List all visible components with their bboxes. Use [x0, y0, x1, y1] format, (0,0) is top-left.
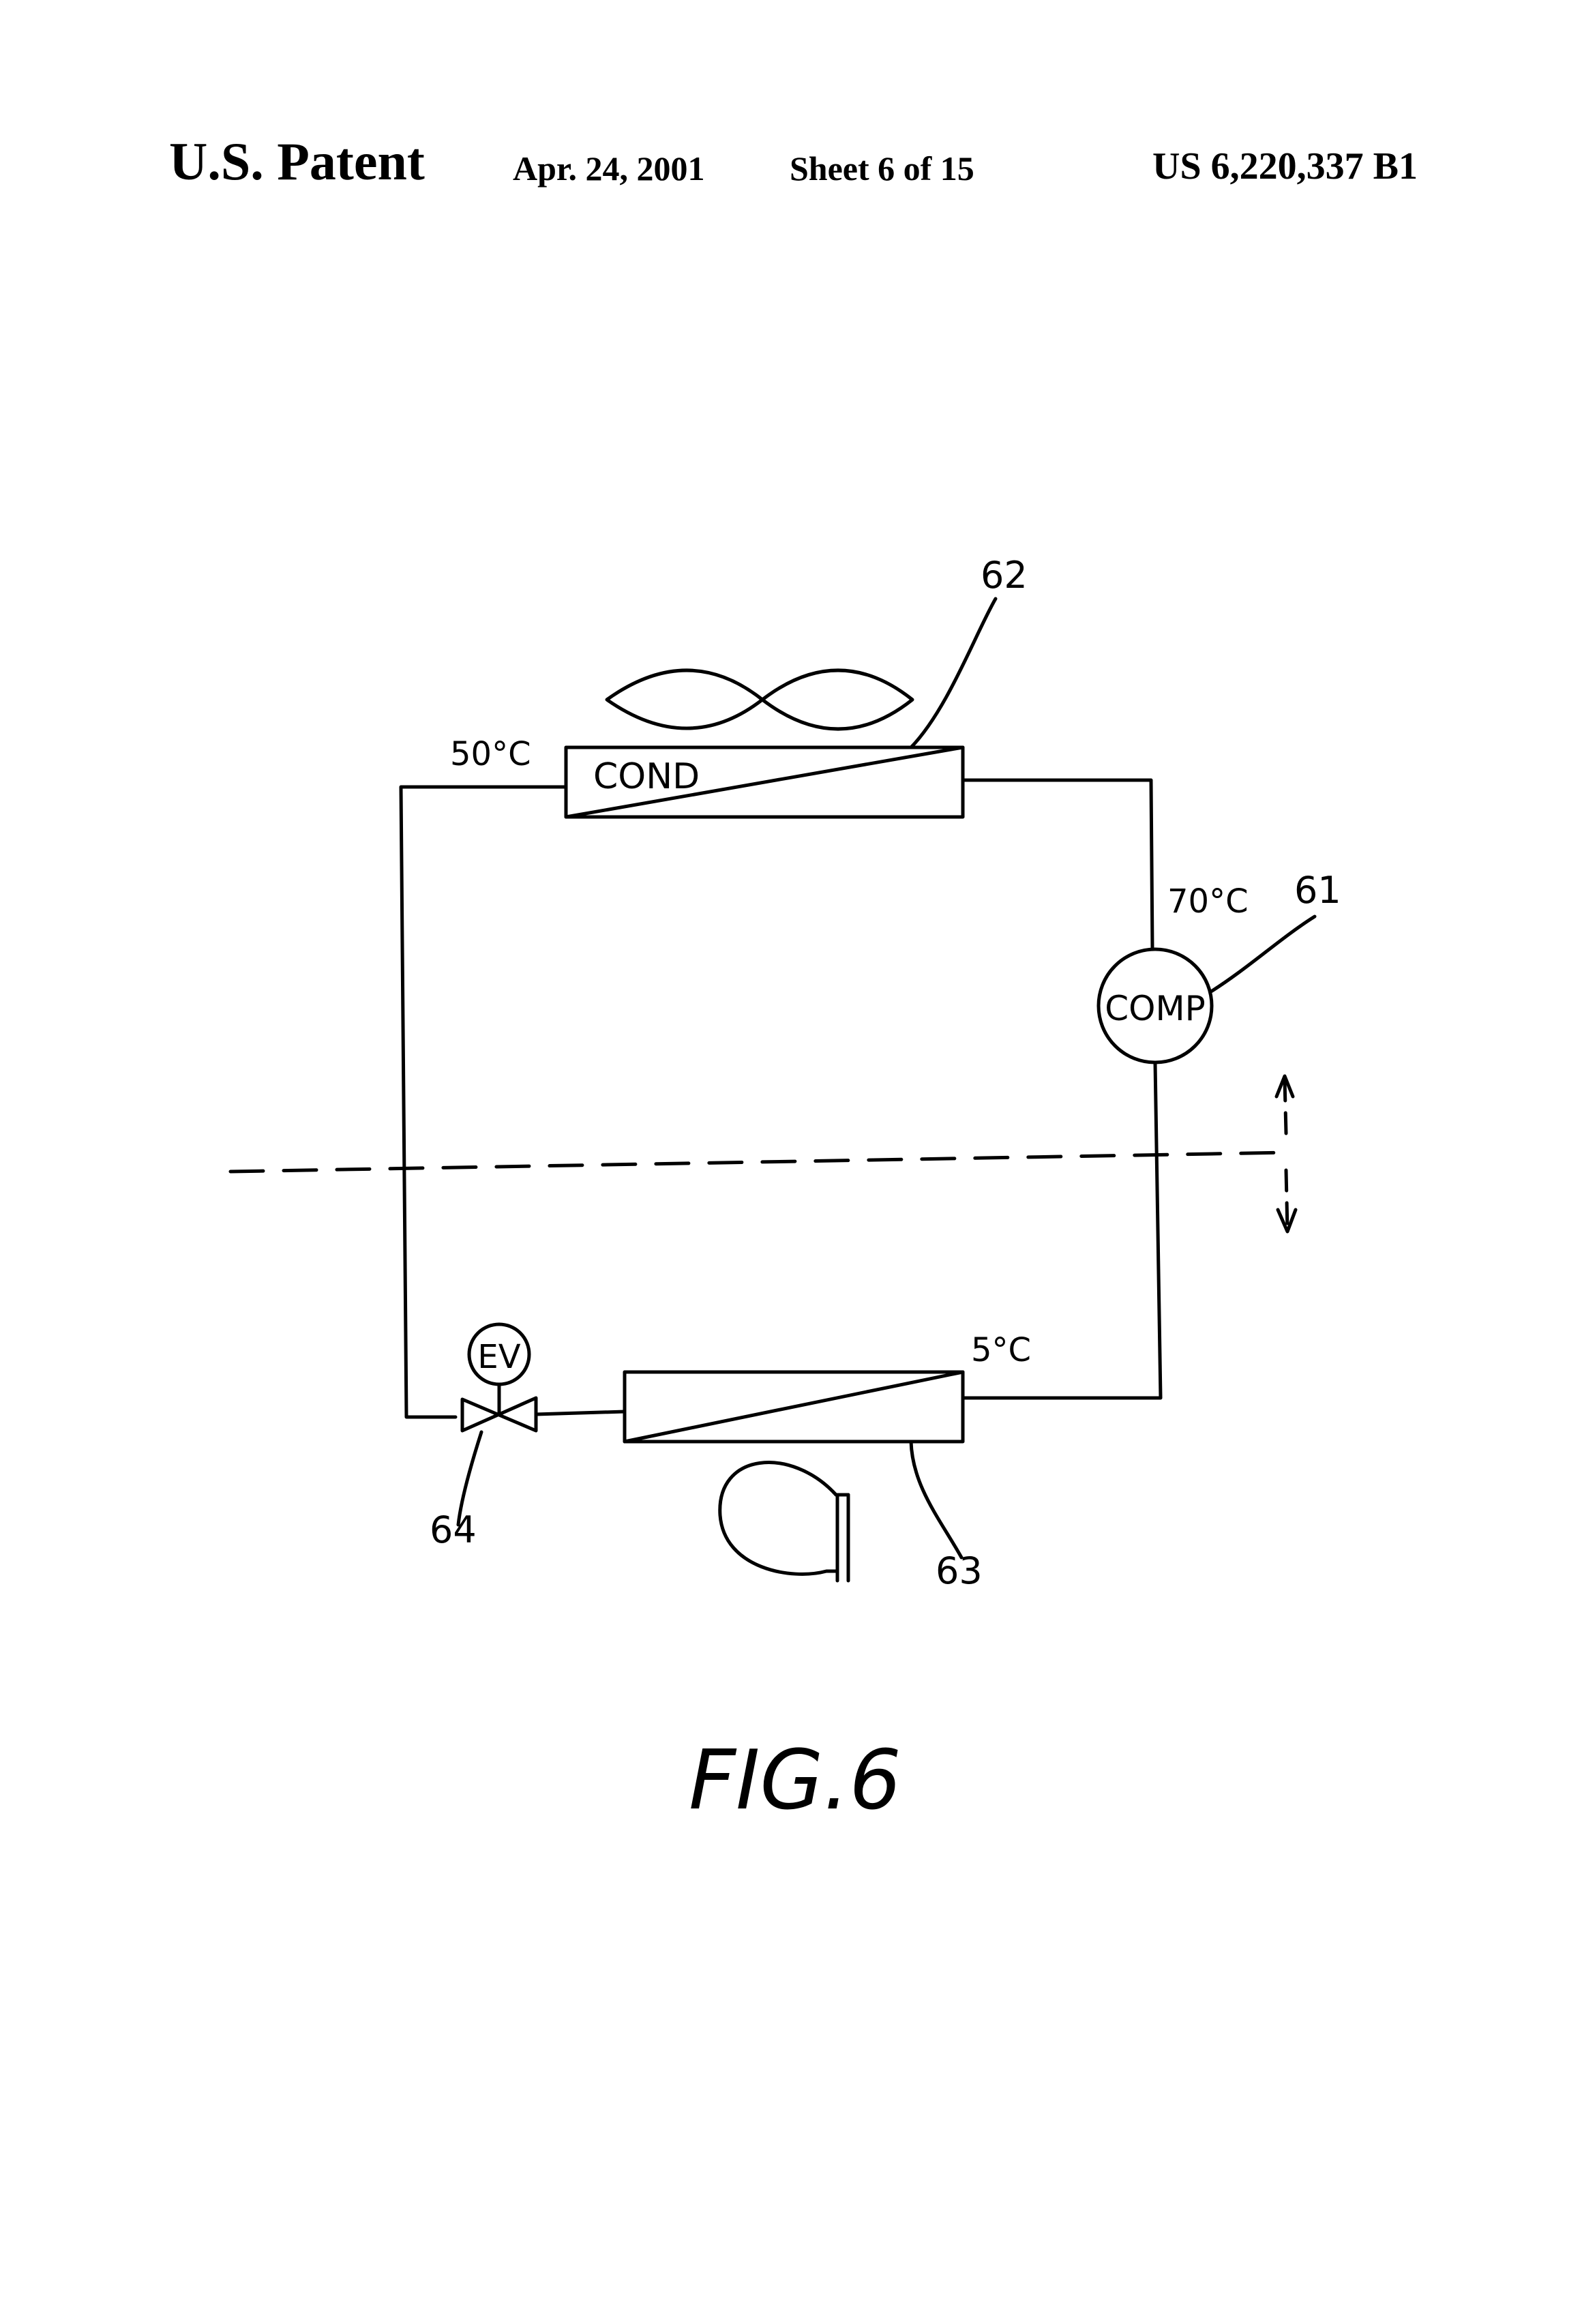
- leader-line-61: [1211, 917, 1315, 992]
- temp-compressor-outlet: 70°C: [1167, 882, 1249, 921]
- ref-numeral-64: 64: [430, 1508, 477, 1551]
- evaporator-blower-icon: [720, 1463, 837, 1575]
- pipe-valve-to-evaporator: [536, 1412, 625, 1414]
- valve-label: EV: [477, 1338, 520, 1376]
- figure-caption: FIG.6: [689, 1733, 901, 1828]
- boundary-dashed-line: [230, 1152, 1289, 1172]
- condenser-fan-icon: [607, 670, 912, 729]
- compressor-label: COMP: [1105, 989, 1206, 1028]
- pipe-condenser-to-left: [401, 787, 566, 1417]
- ref-numeral-62: 62: [981, 554, 1028, 597]
- condenser-label: COND: [593, 756, 700, 797]
- leader-line-62: [911, 599, 996, 747]
- arrow-shaft-down: [1286, 1170, 1287, 1230]
- pipe-condenser-to-compressor: [963, 780, 1152, 949]
- ref-numeral-63: 63: [936, 1549, 983, 1592]
- temp-condenser-inlet: 50°C: [450, 735, 531, 773]
- evaporator-diagonal: [625, 1372, 963, 1442]
- ref-numeral-61: 61: [1294, 869, 1341, 912]
- arrow-shaft-up: [1285, 1080, 1286, 1133]
- leader-line-63: [911, 1442, 961, 1558]
- temp-evaporator-outlet: 5°C: [971, 1331, 1031, 1369]
